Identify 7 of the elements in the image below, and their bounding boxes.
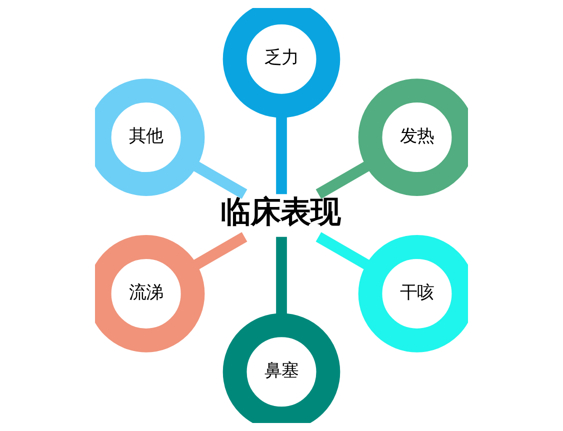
- node-circle: 流涕: [95, 235, 205, 352]
- node-circle: 发热: [358, 78, 468, 196]
- node-circle: 干咳: [358, 235, 468, 352]
- node-text: 临床表现: [220, 194, 341, 230]
- node-circle: 鼻塞: [222, 313, 340, 423]
- node-circle: 其他: [95, 78, 205, 196]
- node-circle: 乏力: [222, 8, 340, 118]
